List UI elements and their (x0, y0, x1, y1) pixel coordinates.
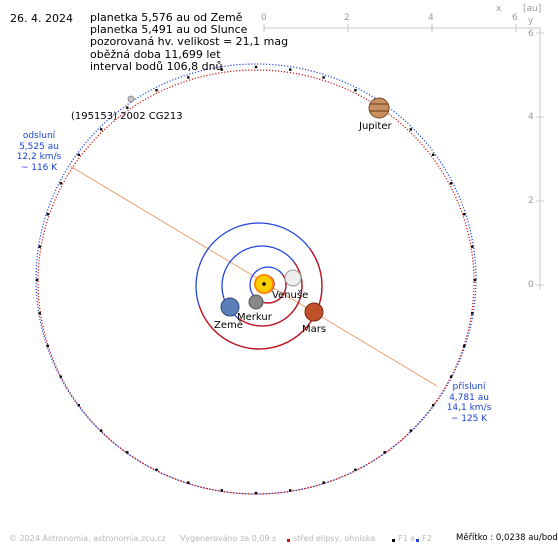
orbit-point (254, 65, 258, 69)
perihelion-label: přísluní 4,781 au 14,1 km/s ~ 125 K (438, 382, 500, 424)
sun-center-dot (262, 282, 266, 286)
orbit-point (409, 429, 413, 432)
orbit-point (126, 451, 129, 454)
orbit-point (187, 76, 190, 79)
y-axis-unit: y (528, 16, 534, 26)
orbit-point (383, 451, 386, 454)
footer-legend-f1: F1 a (398, 534, 416, 543)
venus-label: Venuše (272, 290, 309, 301)
focus-f2-marker (416, 539, 419, 542)
orbit-point (322, 76, 325, 79)
info-interval: interval bodů 106,8 dnů (90, 59, 223, 73)
orbit-point (126, 106, 129, 109)
perihelion-distance: 4,781 au (449, 392, 489, 403)
orbit-point (187, 481, 190, 484)
x-tick-4: 4 (428, 13, 434, 23)
perihelion-title: přísluní (452, 382, 486, 392)
aphelion-label: odsluní 5,525 au 12,2 km/s ~ 116 K (8, 131, 70, 173)
axis-unit: [au] (523, 4, 542, 14)
orbit-point (35, 278, 39, 282)
orbit-point (99, 128, 103, 131)
mars-orbit-red (198, 248, 323, 350)
orbit-point (449, 375, 453, 378)
mercury-icon (248, 294, 264, 310)
info-magnitude: pozorovaná hv. velikost = 21,1 mag (90, 35, 289, 49)
orbit-point (354, 468, 357, 471)
mars-label: Mars (302, 324, 327, 335)
orbit-point (59, 182, 63, 185)
orbit-point (155, 89, 158, 92)
scale-axes (263, 24, 544, 290)
footer-generated: Vygenerováno za 0,09 s (180, 534, 277, 543)
info-sun-distance: planetka 5,491 au od Slunce (90, 23, 248, 37)
orbit-point (38, 312, 41, 315)
asteroid-orbit (35, 63, 477, 495)
orbit-point (77, 153, 81, 157)
orbit-point (354, 89, 357, 92)
orbit-point (322, 481, 325, 484)
ellipse-center-marker (287, 539, 290, 542)
y-tick-0: 0 (528, 280, 534, 290)
info-earth-distance: planetka 5,576 au od Země (90, 11, 243, 24)
venus-icon (284, 269, 302, 287)
date-label: 26. 4. 2024 (10, 12, 73, 25)
orbit-point (409, 128, 413, 131)
x-axis-unit: x (496, 4, 502, 14)
info-period: oběžná doba 11,699 let (90, 47, 221, 61)
x-tick-0: 0 (261, 13, 267, 23)
footer-legend-center: střed elipsy, ohniska (293, 534, 376, 543)
y-tick-2: 2 (528, 196, 534, 206)
asteroid-orbit-future (37, 69, 475, 495)
perihelion-speed: 14,1 km/s (446, 403, 492, 413)
orbit-point (38, 245, 41, 248)
mars-icon (304, 302, 324, 322)
aphelion-temp: ~ 116 K (20, 162, 58, 173)
orbit-point (220, 489, 223, 492)
orbit-point (46, 344, 49, 348)
orbit-point (473, 278, 477, 282)
orbit-point (155, 468, 158, 471)
footer-scale: Měřítko : 0,0238 au/bod (456, 533, 558, 543)
orbit-point (99, 429, 103, 432)
x-tick-2: 2 (344, 13, 350, 23)
earth-icon (220, 297, 240, 317)
footer-legend-f2: F2 (422, 534, 432, 543)
orbit-point (471, 312, 474, 315)
orbit-point (220, 68, 223, 71)
orbit-point (431, 403, 435, 407)
aphelion-title: odsluní (22, 131, 56, 141)
bodies (127, 95, 390, 322)
aphelion-distance: 5,525 au (19, 141, 59, 152)
orbit-point (463, 212, 466, 216)
perihelion-temp: ~ 125 K (450, 413, 488, 424)
earth-label: Země (214, 320, 243, 331)
aphelion-speed: 12,2 km/s (16, 152, 62, 162)
asteroid-label: (195153) 2002 CG213 (71, 111, 183, 122)
orbit-point (289, 68, 292, 71)
info-panel: planetka 5,576 au od Země planetka 5,491… (90, 11, 289, 73)
orbit-point (449, 182, 453, 185)
orbit-point (46, 212, 49, 216)
orbit-point (471, 245, 474, 248)
orbit-point (59, 375, 63, 378)
y-tick-6: 6 (528, 29, 534, 39)
asteroid-icon (127, 95, 135, 103)
jupiter-label: Jupiter (359, 121, 392, 132)
footer-copyright: © 2024 Astronomia, astronomia.zcu.cz (9, 534, 166, 543)
mercury-label: Merkur (237, 312, 272, 323)
y-tick-4: 4 (528, 112, 534, 122)
orbit-point (289, 489, 292, 492)
orbit-point (431, 153, 435, 157)
orbit-point (254, 491, 258, 495)
focus-f1-marker (392, 539, 395, 542)
jupiter-icon (368, 97, 390, 119)
footer: © 2024 Astronomia, astronomia.zcu.cz Vyg… (0, 532, 558, 546)
orbit-point (77, 403, 81, 407)
orbit-point (463, 344, 466, 348)
x-tick-6: 6 (512, 13, 518, 23)
apsis-line (69, 165, 438, 387)
